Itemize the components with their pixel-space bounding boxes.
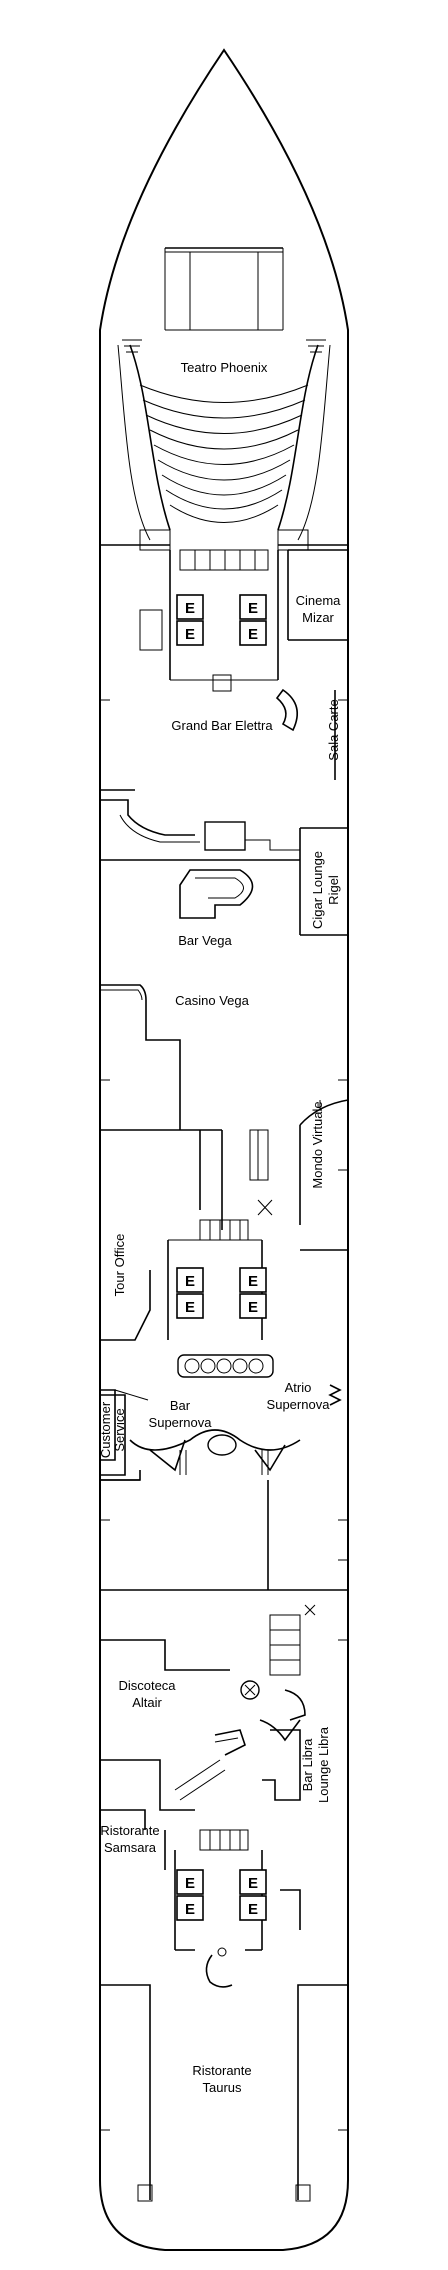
- elevator-icon: E: [248, 600, 258, 617]
- elevator-icon: [239, 620, 267, 646]
- grand-bar-zone: [100, 674, 348, 936]
- label-ristorante-taurus-line1: Ristorante: [192, 2063, 251, 2078]
- label-atrio-line1: Atrio: [285, 1380, 312, 1395]
- elevator-icon: E: [248, 1273, 258, 1290]
- elevator-icon: [176, 1293, 204, 1319]
- casino-area: [100, 984, 349, 1230]
- elevator-icon: [239, 1869, 267, 1895]
- elevator-icon: [176, 1267, 204, 1293]
- bulkhead-ticks: [100, 699, 348, 2131]
- label-ristorante-samsara-line2: Samsara: [104, 1840, 157, 1855]
- label-discoteca-line1: Discoteca: [118, 1678, 176, 1693]
- teatro-phoenix-area: [100, 247, 348, 551]
- elevator-icon: E: [248, 1875, 258, 1892]
- elevator-icon: [176, 594, 204, 620]
- label-grand-bar-elettra: Grand Bar Elettra: [171, 718, 273, 733]
- discoteca-zone: [100, 1604, 316, 1811]
- aft-elevator-lobby: [100, 1809, 301, 1951]
- label-atrio-line2: Supernova: [267, 1397, 331, 1412]
- label-mondo-virtuale: Mondo Virtuale: [310, 1101, 325, 1188]
- label-cinema-line1: Cinema: [296, 593, 342, 608]
- label-bar-vega: Bar Vega: [178, 933, 232, 948]
- elevator-icon: E: [185, 1273, 195, 1290]
- midship-elevator-lobby: [100, 1219, 348, 1341]
- elevators-midship: E E E E: [176, 1267, 267, 1319]
- label-customer-service-line1: Customer: [98, 1401, 113, 1458]
- label-bar-libra-line1: Bar Libra: [300, 1738, 315, 1792]
- elevator-icon: [176, 1895, 204, 1921]
- label-ristorante-samsara-line1: Ristorante: [100, 1823, 159, 1838]
- label-tour-office: Tour Office: [112, 1234, 127, 1297]
- elevator-icon: E: [248, 1901, 258, 1918]
- label-teatro-phoenix: Teatro Phoenix: [181, 360, 268, 375]
- elevator-icon: E: [185, 1875, 195, 1892]
- forward-elevator-lobby: [139, 549, 348, 681]
- label-bar-libra-line2: Lounge Libra: [316, 1726, 331, 1803]
- label-cigar-lounge-line2: Rigel: [326, 875, 341, 905]
- elevator-icon: E: [248, 626, 258, 643]
- elevator-icon: [239, 1895, 267, 1921]
- label-cinema-line2: Mizar: [302, 610, 334, 625]
- elevator-icon: E: [185, 1901, 195, 1918]
- elevator-icon: [176, 620, 204, 646]
- label-casino-vega: Casino Vega: [175, 993, 249, 1008]
- label-bar-supernova-line2: Supernova: [149, 1415, 213, 1430]
- atrio-area: [100, 1354, 348, 1591]
- label-sala-carte: Sala Carte: [326, 699, 341, 760]
- elevator-icon: [239, 594, 267, 620]
- hull-outline: [99, 48, 349, 2251]
- elevator-icon: E: [185, 600, 195, 617]
- label-cigar-lounge-line1: Cigar Lounge: [310, 851, 325, 929]
- label-discoteca-line2: Altair: [132, 1695, 162, 1710]
- elevator-icon: E: [248, 1299, 258, 1316]
- label-ristorante-taurus-line2: Taurus: [202, 2080, 242, 2095]
- elevator-icon: E: [185, 626, 195, 643]
- elevator-icon: E: [185, 1299, 195, 1316]
- ristorante-taurus-zone: [100, 1947, 348, 2202]
- elevator-icon: [239, 1267, 267, 1293]
- elevators-aft: E E E E: [176, 1869, 267, 1921]
- label-bar-supernova-line1: Bar: [170, 1398, 191, 1413]
- elevator-icon: [176, 1869, 204, 1895]
- label-customer-service-line2: Service: [112, 1408, 127, 1451]
- elevators-forward: E E E E: [176, 594, 267, 646]
- elevator-icon: [239, 1293, 267, 1319]
